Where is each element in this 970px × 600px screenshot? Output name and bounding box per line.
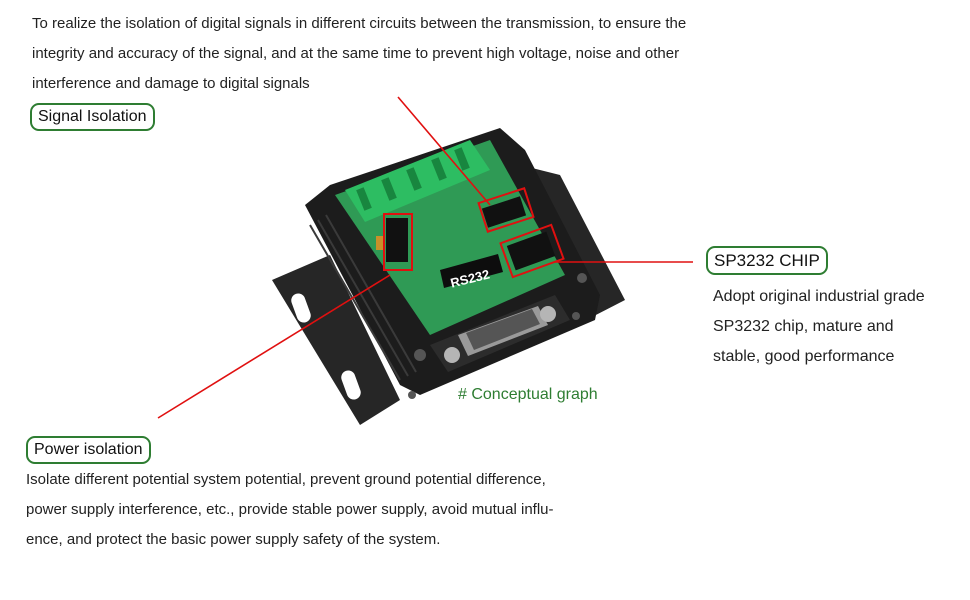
db9-connector [430, 295, 570, 372]
power-isolation-badge: Power isolation [26, 436, 151, 464]
left-mounting-flange [272, 255, 400, 425]
power-isolation-description: Isolate different potential system poten… [26, 465, 554, 555]
signal-isolation-line-1: To realize the isolation of digital sign… [32, 15, 687, 32]
signal-isolation-line-3: interference and damage to digital signa… [32, 75, 310, 92]
sp3232-chip-badge: SP3232 CHIP [706, 246, 828, 275]
signal-isolation-line-2: integrity and accuracy of the signal, an… [32, 45, 680, 62]
sp3232-line-2: SP3232 chip, mature and [713, 318, 894, 335]
power-isolation-line-2: power supply interference, etc., provide… [26, 501, 554, 518]
sp3232-line-1: Adopt original industrial grade [713, 288, 925, 305]
conceptual-graph-caption: # Conceptual graph [458, 386, 598, 403]
signal-isolation-badge: Signal Isolation [30, 103, 155, 131]
sp3232-chip [506, 231, 556, 271]
power-isolation-callout-line [157, 274, 391, 419]
power-isolation-line-1: Isolate different potential system poten… [26, 471, 546, 488]
signal-isolation-callout-line [397, 96, 491, 206]
power-isolation-line-3: ence, and protect the basic power supply… [26, 531, 441, 548]
sp3232-description: Adopt original industrial grade SP3232 c… [713, 282, 925, 372]
sp3232-line-3: stable, good performance [713, 348, 895, 365]
signal-isolation-description: To realize the isolation of digital sign… [32, 9, 686, 99]
isolation-module [386, 218, 408, 262]
dip-switch [481, 196, 527, 228]
